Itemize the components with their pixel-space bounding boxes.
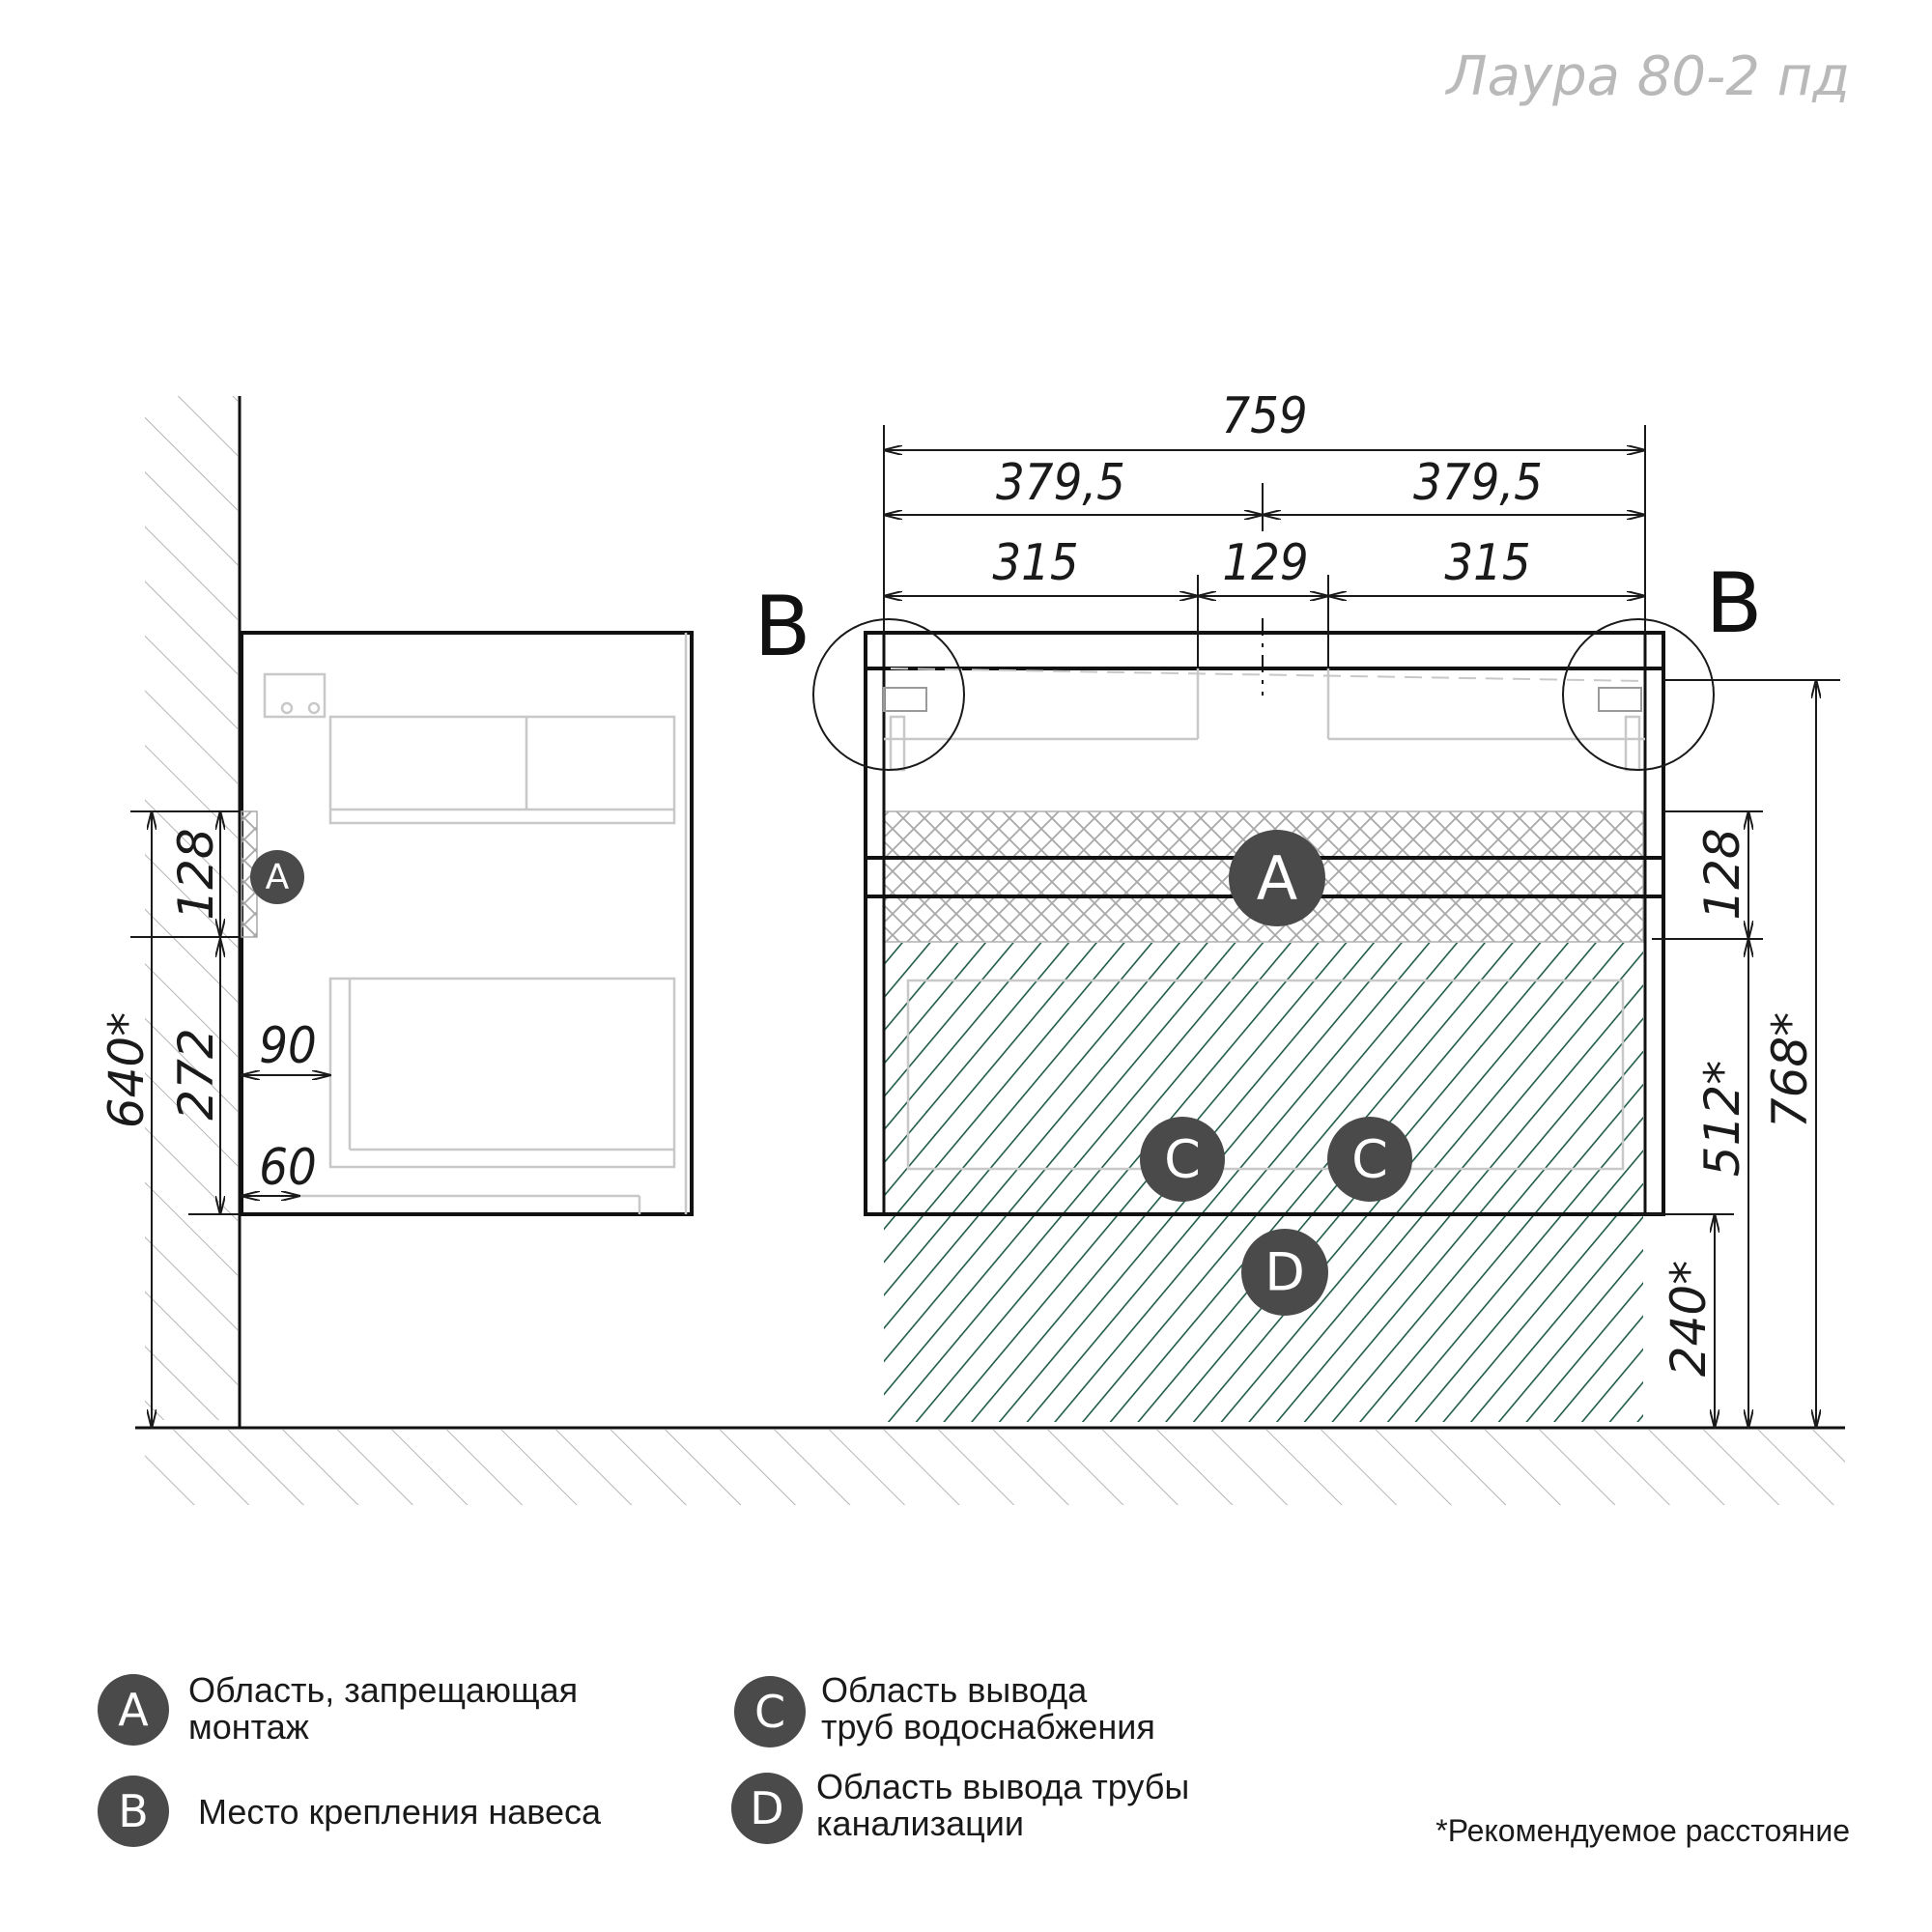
zone-d-badge xyxy=(1241,1229,1328,1316)
mount-circle-right xyxy=(1562,618,1715,771)
legend-item-b: B Место крепления навеса xyxy=(98,1776,602,1847)
side-zone-a-letter: A xyxy=(266,858,290,897)
mount-label-right: B xyxy=(1706,555,1763,652)
zone-c1-letter: C xyxy=(1164,1129,1201,1190)
legend-a-badge xyxy=(98,1674,169,1746)
legend-b-letter: B xyxy=(118,1785,149,1837)
legend: A Область, запрещающая монтаж B Место кр… xyxy=(98,1670,1850,1848)
legend-b-badge xyxy=(98,1776,169,1847)
front-zone-a-letter: A xyxy=(1257,843,1297,914)
dim-768-label: 768* xyxy=(1762,1012,1818,1128)
dim-315-left-label: 315 xyxy=(992,534,1078,592)
legend-a-line2: монтаж xyxy=(188,1707,309,1747)
side-zone-a-badge xyxy=(250,850,304,904)
legend-d-line1: Область вывода трубы xyxy=(816,1767,1189,1806)
side-view: 640* 128 272 90 60 A xyxy=(99,396,1845,1505)
footnote: *Рекомендуемое расстояние xyxy=(1435,1813,1850,1848)
legend-c-line1: Область вывода xyxy=(821,1670,1088,1710)
legend-d-line2: канализации xyxy=(816,1804,1024,1843)
zone-d-letter: D xyxy=(1264,1242,1305,1303)
dim-512-label: 512* xyxy=(1694,1061,1750,1177)
dim-240-label: 240* xyxy=(1661,1261,1717,1377)
dim-315-right-label: 315 xyxy=(1444,534,1530,592)
front-zone-a-badge xyxy=(1229,830,1325,926)
legend-d-letter: D xyxy=(750,1782,783,1834)
legend-c-letter: C xyxy=(754,1686,785,1738)
legend-item-d: D Область вывода трубы канализации xyxy=(731,1767,1189,1844)
front-view: B B 759 379,5 379,5 315 129 315 128 5 xyxy=(754,387,1840,1428)
dim-759-label: 759 xyxy=(1221,387,1307,445)
floor-hatching xyxy=(145,1430,1845,1505)
dim-60-label: 60 xyxy=(259,1139,317,1197)
legend-c-badge xyxy=(734,1676,806,1747)
dim-379-left-label: 379,5 xyxy=(996,454,1125,512)
legend-a-line1: Область, запрещающая xyxy=(188,1670,578,1710)
zone-c1-badge xyxy=(1140,1117,1225,1202)
zone-c2-letter: C xyxy=(1351,1129,1388,1190)
mount-circle-left xyxy=(812,618,965,771)
mount-bracket-left xyxy=(883,687,927,712)
dim-128-side-label: 128 xyxy=(168,828,224,920)
legend-b-text: Место крепления навеса xyxy=(198,1792,602,1832)
side-cabinet-outline xyxy=(240,631,694,1216)
legend-item-c: C Область вывода труб водоснабжения xyxy=(734,1670,1155,1747)
drawer-front-inner xyxy=(906,979,1625,1171)
mount-bracket-right xyxy=(1598,687,1642,712)
dim-90-label: 90 xyxy=(259,1017,317,1075)
dim-379-right-label: 379,5 xyxy=(1413,454,1543,512)
legend-d-badge xyxy=(731,1773,803,1844)
dim-129-label: 129 xyxy=(1222,534,1308,592)
dim-128-front-label: 128 xyxy=(1694,828,1750,920)
mount-label-left: B xyxy=(754,579,811,675)
dim-272-label: 272 xyxy=(168,1028,224,1120)
legend-c-line2: труб водоснабжения xyxy=(821,1707,1155,1747)
legend-item-a: A Область, запрещающая монтаж xyxy=(98,1670,578,1747)
zone-c2-badge xyxy=(1327,1117,1412,1202)
legend-a-letter: A xyxy=(118,1684,149,1736)
drawing-title: Лаура 80-2 пд xyxy=(1445,45,1850,108)
front-cabinet-outline xyxy=(864,631,1665,1216)
dim-640-label: 640* xyxy=(99,1012,155,1128)
side-bracket xyxy=(263,672,327,719)
zone-cd-hatch xyxy=(884,943,1643,1422)
